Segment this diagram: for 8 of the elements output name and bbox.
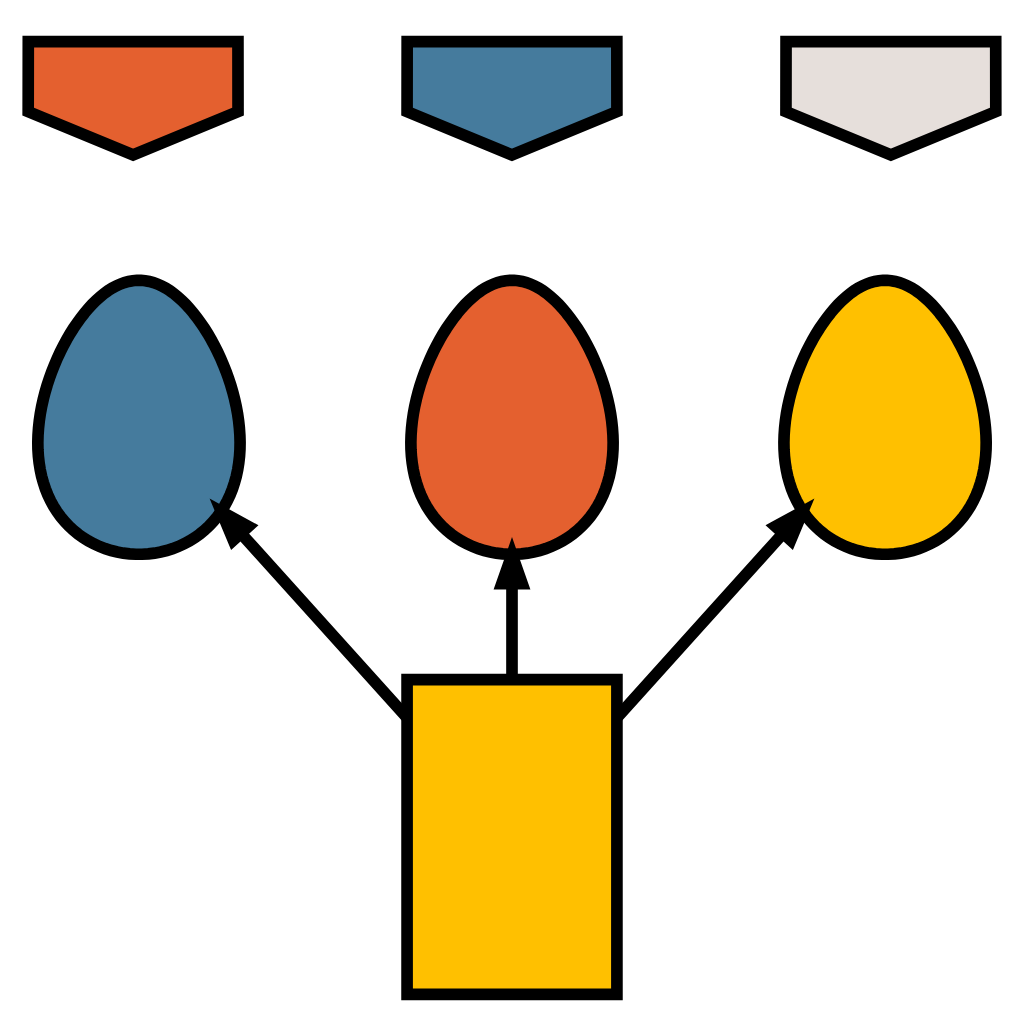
node-person — [32, 274, 246, 561]
node-person — [778, 274, 992, 561]
node-bubble — [22, 35, 244, 162]
arrow — [493, 536, 531, 679]
node-person — [405, 274, 619, 561]
node-bubble — [780, 35, 1002, 162]
node-box — [401, 673, 623, 1001]
node-bubble — [401, 35, 623, 162]
